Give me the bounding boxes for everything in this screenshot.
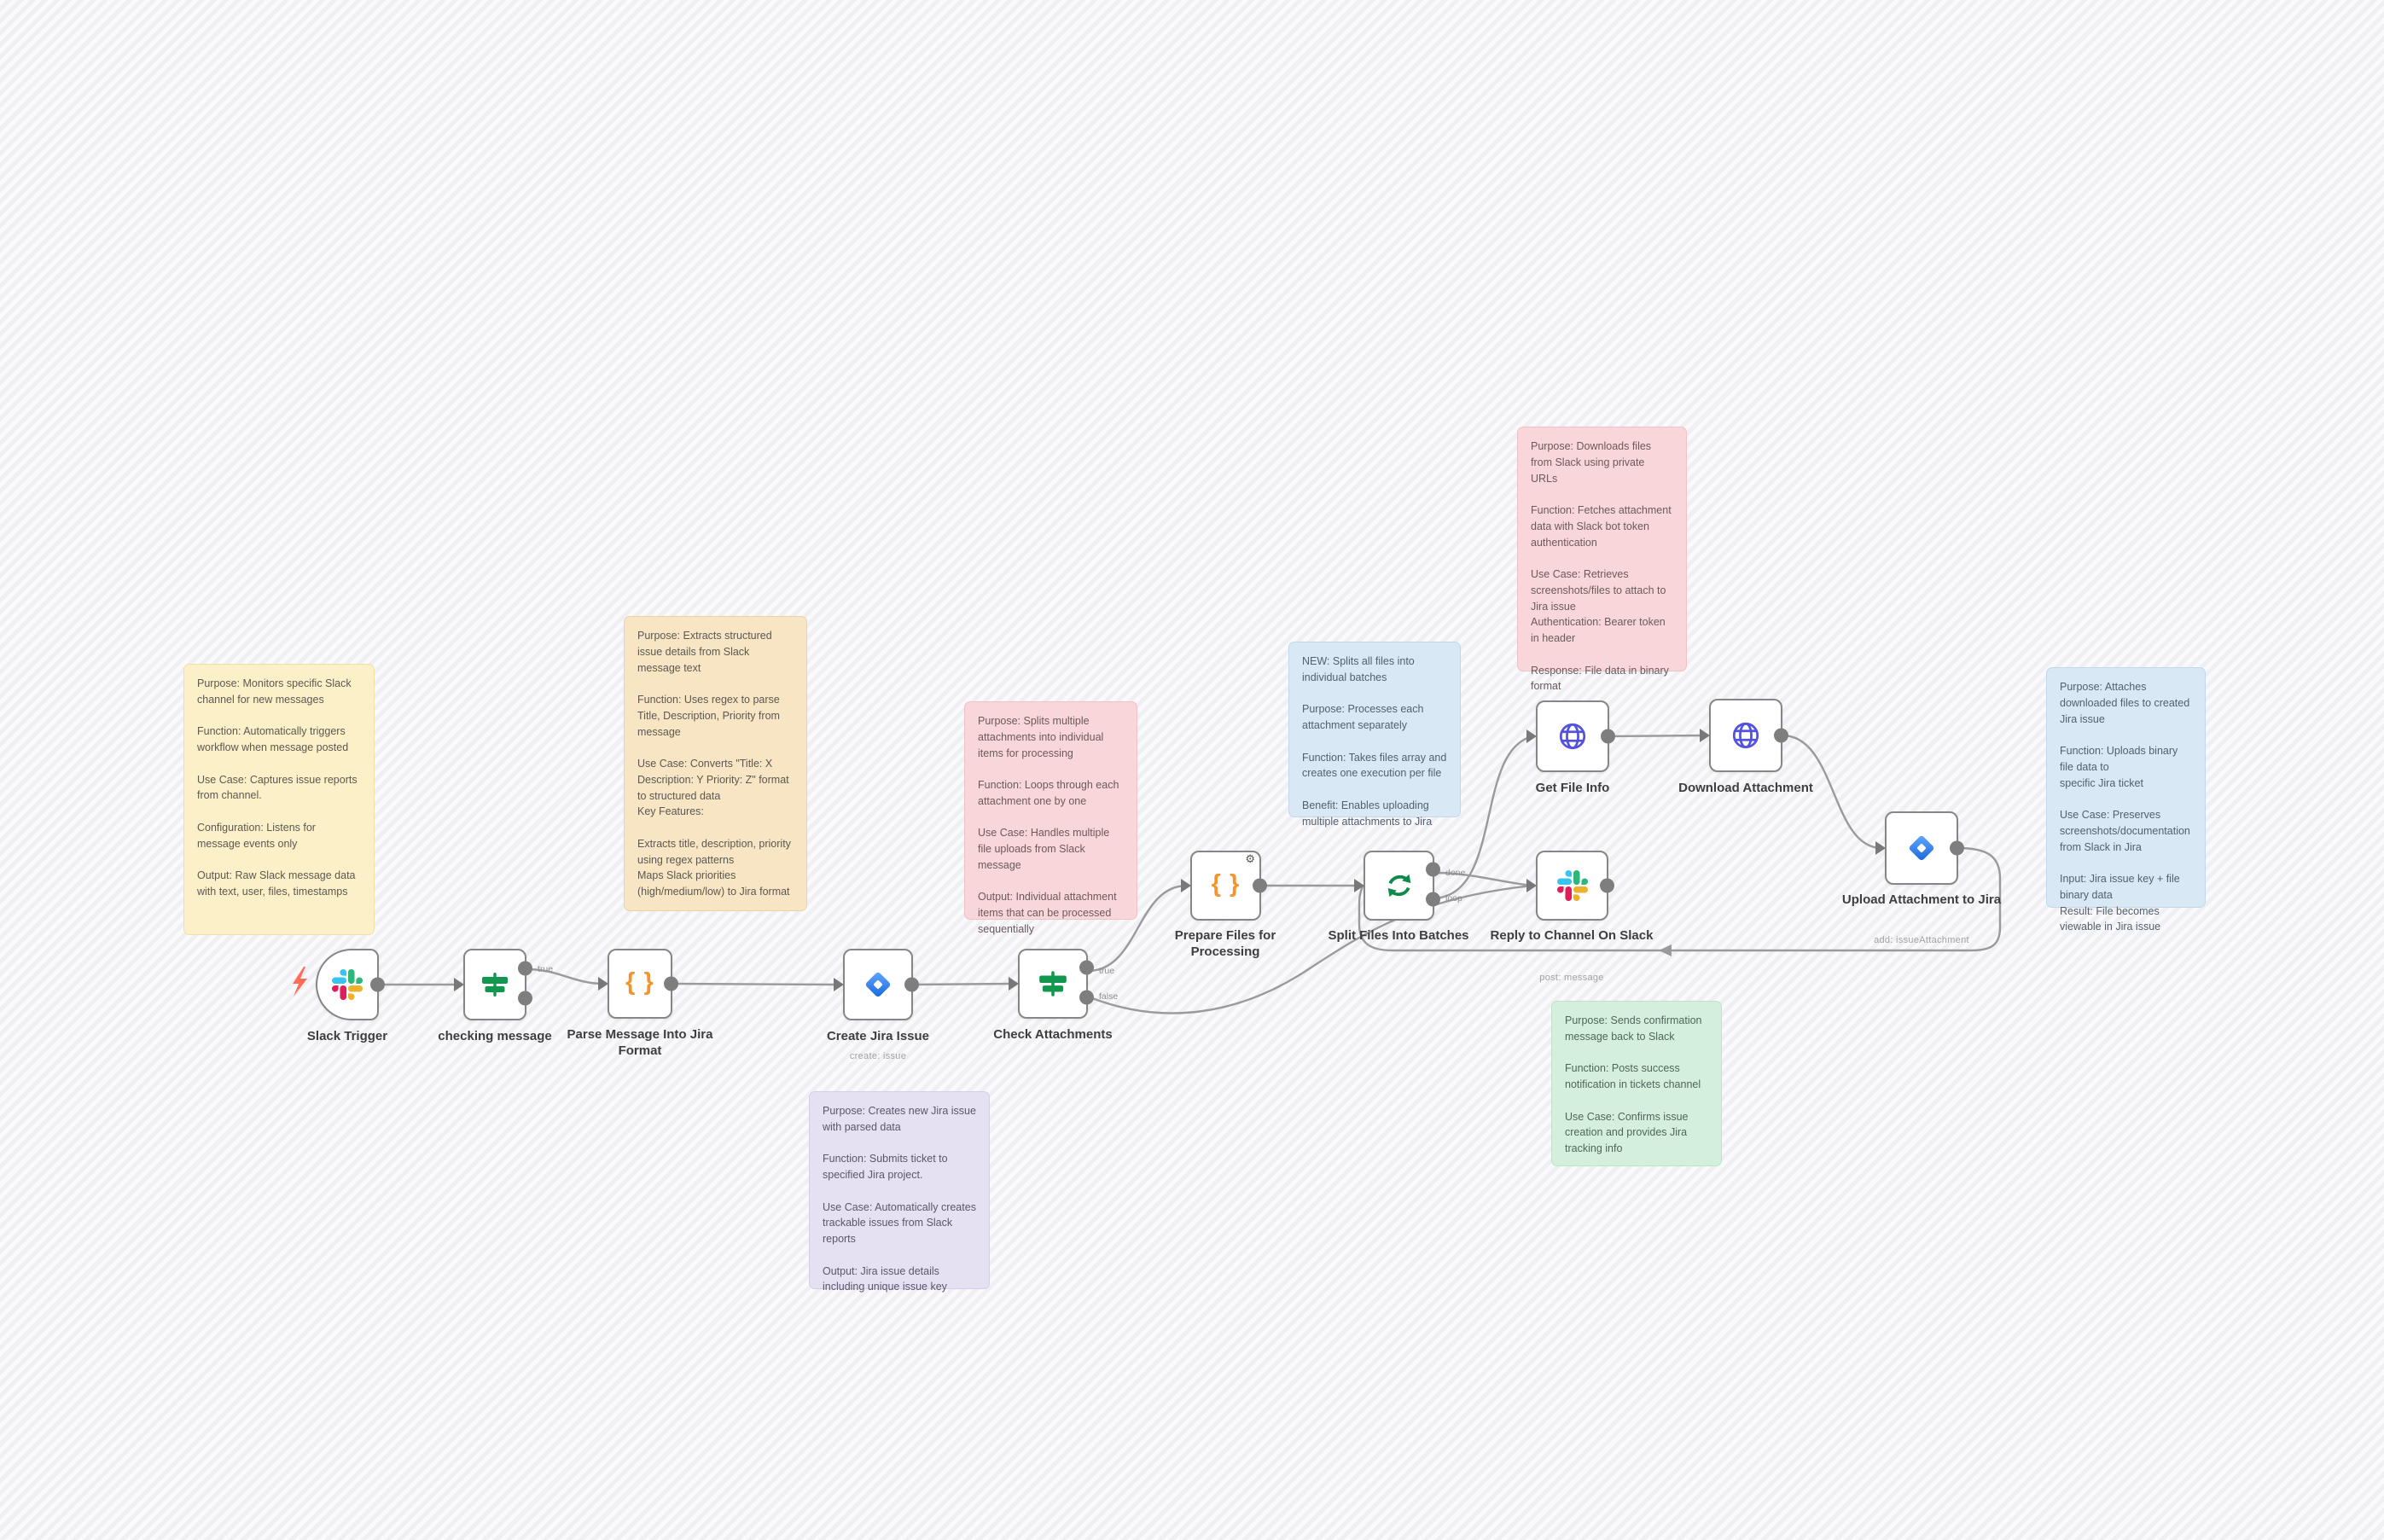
sticky-note-parse-format[interactable]: Purpose: Extracts structured issue detai…: [624, 616, 807, 911]
node-parse-message[interactable]: { }: [598, 949, 678, 1019]
edge-label-loop: loop: [1445, 893, 1462, 904]
edge-label-false: false: [1099, 991, 1119, 1002]
node-label-split-batches: Split Files Into Batches: [1328, 928, 1469, 943]
output-connector-false[interactable]: [518, 991, 532, 1006]
node-check-attachments[interactable]: [1009, 949, 1094, 1019]
gear-icon: ⚙: [1245, 852, 1255, 865]
globe-icon: [1730, 719, 1762, 752]
slack-icon: [1556, 870, 1588, 901]
sticky-note-text: Purpose: Sends confirmation message back…: [1565, 1014, 1702, 1154]
output-connector-true[interactable]: [518, 961, 532, 976]
node-label-reply-slack: Reply to Channel On Slack: [1490, 928, 1654, 943]
output-connector[interactable]: [1950, 840, 1964, 856]
sticky-note-download[interactable]: Purpose: Downloads files from Slack usin…: [1517, 427, 1687, 692]
output-connector[interactable]: [1601, 729, 1615, 744]
output-connector[interactable]: [904, 977, 919, 992]
node-label-checking-message: checking message: [438, 1029, 552, 1043]
sticky-note-text: Purpose: Extracts structured issue detai…: [637, 630, 791, 898]
input-connector[interactable]: [1526, 729, 1537, 743]
edge-label-true: true: [1099, 966, 1115, 976]
jira-icon: [862, 968, 894, 1001]
loop-icon: [1383, 869, 1416, 902]
edge-getfile-to-download: [1608, 734, 1707, 738]
node-upload-jira[interactable]: [1875, 811, 1964, 885]
node-label-check-attachments: Check Attachments: [993, 1027, 1113, 1042]
sticky-note-text: Purpose: Monitors specific Slack channel…: [197, 677, 358, 898]
sticky-note-create-issue[interactable]: Purpose: Creates new Jira issue with par…: [809, 1091, 990, 1293]
filter-icon: [1037, 968, 1069, 1000]
globe-icon: [1556, 720, 1589, 753]
loopback-direction-arrow: [1659, 944, 1672, 956]
output-connector[interactable]: [1600, 878, 1614, 893]
node-checking-message[interactable]: [454, 949, 532, 1020]
input-connector[interactable]: [1009, 977, 1019, 991]
sticky-note-slack-trigger[interactable]: Purpose: Monitors specific Slack channel…: [183, 664, 375, 935]
node-sublabel-reply-slack: post: message: [1539, 973, 1604, 983]
node-label-download-attachment: Download Attachment: [1678, 781, 1813, 795]
sticky-note-text: NEW: Splits all files into individual ba…: [1302, 655, 1447, 828]
edge-parse-to-createjira: [672, 982, 840, 986]
filter-icon: [480, 969, 510, 1000]
output-connector[interactable]: [664, 976, 678, 991]
output-connector[interactable]: [1253, 878, 1267, 893]
sticky-note-reply[interactable]: Purpose: Sends confirmation message back…: [1551, 1001, 1722, 1166]
trigger-bolt-icon: [293, 967, 307, 997]
node-download-attachment[interactable]: [1700, 699, 1788, 772]
node-sublabel-create-jira-issue: create: issue: [849, 1051, 907, 1061]
input-connector[interactable]: [454, 978, 464, 991]
input-connector[interactable]: [1700, 729, 1710, 742]
sticky-note-text: Purpose: Downloads files from Slack usin…: [1531, 440, 1672, 693]
jira-icon: [1905, 832, 1938, 864]
node-label-get-file-info: Get File Info: [1535, 781, 1610, 795]
output-connector-done[interactable]: [1426, 862, 1440, 877]
edge-createjira-to-check: [912, 982, 1015, 986]
node-label-slack-trigger: Slack Trigger: [306, 1029, 388, 1043]
input-connector[interactable]: [1181, 879, 1191, 892]
edge-label-true: true: [538, 964, 554, 974]
output-connector[interactable]: [370, 977, 385, 992]
output-connector-true[interactable]: [1079, 960, 1094, 975]
input-connector[interactable]: [1526, 879, 1537, 892]
node-label-upload-jira: Upload Attachment to Jira: [1841, 892, 2002, 907]
node-reply-slack[interactable]: [1526, 851, 1614, 921]
code-braces-icon: { }: [625, 968, 654, 996]
edge-label-done: done: [1445, 868, 1466, 878]
output-connector[interactable]: [1774, 728, 1788, 743]
sticky-note-text: Purpose: Attaches downloaded files to cr…: [2060, 681, 2190, 933]
output-connector-loop[interactable]: [1426, 892, 1440, 907]
input-connector[interactable]: [1875, 841, 1886, 855]
input-connector[interactable]: [1354, 879, 1364, 892]
node-label-parse-message: Parse Message Into Jira Format: [567, 1027, 713, 1058]
sticky-note-text: Purpose: Splits multiple attachments int…: [978, 715, 1119, 935]
node-label-prepare-files: Prepare Files for Processing: [1174, 928, 1276, 959]
sticky-note-batches[interactable]: NEW: Splits all files into individual ba…: [1288, 642, 1461, 828]
node-label-create-jira-issue: Create Jira Issue: [826, 1029, 930, 1043]
node-get-file-info[interactable]: [1526, 700, 1615, 772]
input-connector[interactable]: [598, 977, 608, 991]
slack-icon: [332, 969, 363, 1000]
output-connector-false[interactable]: [1079, 990, 1094, 1005]
node-split-batches[interactable]: [1354, 851, 1440, 921]
node-create-jira-issue[interactable]: [834, 949, 919, 1020]
node-sublabel-upload-jira: add: issueAttachment: [1874, 935, 1969, 945]
sticky-note-upload[interactable]: Purpose: Attaches downloaded files to cr…: [2046, 667, 2206, 933]
node-prepare-files[interactable]: ⚙ { }: [1181, 851, 1267, 921]
sticky-note-split-items[interactable]: Purpose: Splits multiple attachments int…: [964, 701, 1137, 935]
code-braces-icon: { }: [1211, 869, 1241, 898]
input-connector[interactable]: [834, 978, 844, 991]
node-slack-trigger[interactable]: [316, 949, 385, 1020]
sticky-note-text: Purpose: Creates new Jira issue with par…: [823, 1105, 976, 1293]
